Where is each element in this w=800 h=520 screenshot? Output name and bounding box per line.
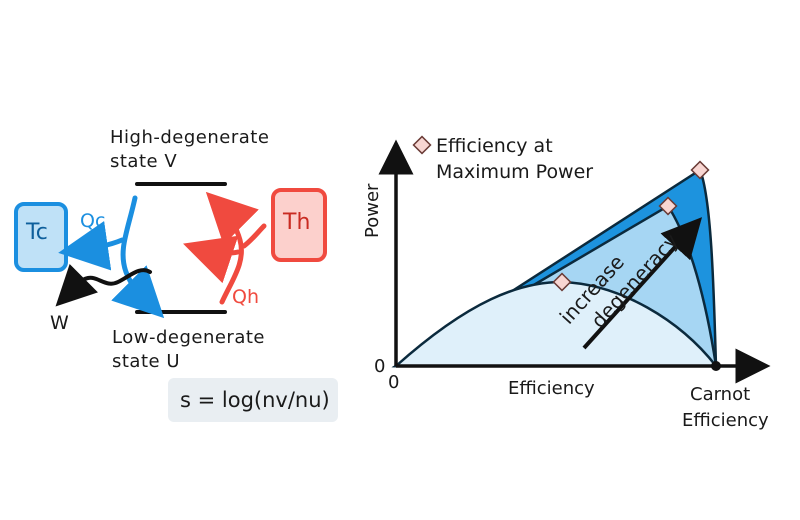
high-state-label-line1: High-degenerate bbox=[110, 127, 270, 148]
entropy-formula: s = log(nv/nu) bbox=[180, 388, 330, 412]
legend-marker-icon bbox=[412, 135, 432, 155]
hot-reservoir-box bbox=[271, 188, 327, 262]
hot-heat-label: Qh bbox=[232, 286, 259, 308]
increase-degeneracy-arrow bbox=[582, 217, 703, 350]
x-axis-label: Efficiency bbox=[508, 378, 595, 399]
y-axis-label: Power bbox=[362, 183, 383, 238]
low-state-label-line2: state U bbox=[112, 351, 180, 372]
legend: Efficiency at Maximum Power bbox=[436, 133, 593, 185]
max-power-marker-low bbox=[552, 272, 572, 292]
legend-line2: Maximum Power bbox=[436, 161, 594, 183]
hot-heat-arrow bbox=[205, 191, 259, 305]
cold-reservoir-label: Tc bbox=[26, 220, 48, 245]
y-origin-label: 0 bbox=[374, 356, 386, 377]
carnot-point bbox=[711, 361, 721, 371]
work-arrow bbox=[55, 264, 152, 307]
x-origin-label: 0 bbox=[388, 372, 400, 393]
max-power-marker-mid bbox=[658, 196, 678, 216]
hot-reservoir-label: Th bbox=[283, 210, 311, 235]
high-state-label: High-degenerate state V bbox=[110, 126, 269, 174]
cold-heat-branch-arrow bbox=[58, 221, 125, 271]
hot-heat-branch-arrow bbox=[183, 235, 241, 284]
hot-heat-branch-arrow-2 bbox=[241, 223, 267, 249]
low-state-label: Low-degenerate state U bbox=[112, 326, 265, 374]
carnot-label-line1: Carnot bbox=[690, 384, 751, 405]
carnot-label-line2: Efficiency bbox=[682, 410, 769, 431]
carnot-label: Carnot Efficiency bbox=[682, 382, 769, 434]
cold-heat-arrow bbox=[111, 195, 165, 319]
max-power-marker-high bbox=[690, 160, 710, 180]
legend-line1: Efficiency at bbox=[436, 135, 553, 157]
formula-box bbox=[168, 378, 338, 422]
cold-heat-label: Qc bbox=[80, 210, 106, 232]
work-label: W bbox=[50, 312, 69, 334]
high-state-label-line2: state V bbox=[110, 151, 178, 172]
low-state-label-line1: Low-degenerate bbox=[112, 327, 265, 348]
